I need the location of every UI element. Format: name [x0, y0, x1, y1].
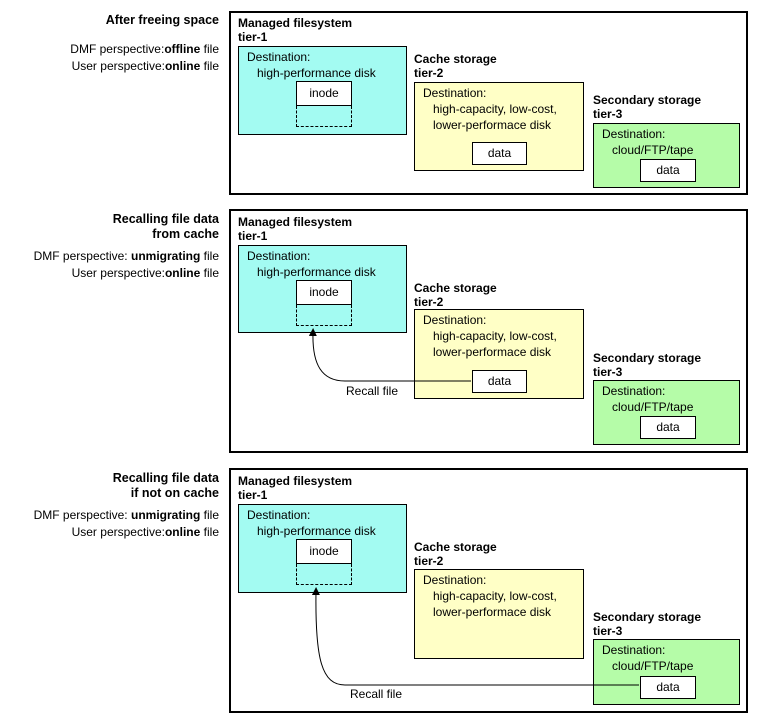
section-title-line-1: Recalling file data [112, 471, 219, 485]
dmf-perspective-label: DMF perspective: [33, 508, 128, 522]
tier2-destination: Destination:high-capacity, low-cost,lowe… [423, 86, 557, 132]
inode-box: inode [296, 81, 352, 106]
tier1-box: Destination:high-performance disk inode [238, 245, 407, 333]
file-word: file [203, 249, 219, 263]
tier3-box: Destination:cloud/FTP/tape data [593, 123, 740, 188]
user-perspective-label: User perspective: [71, 59, 165, 73]
tier3-destination: Destination:cloud/FTP/tape [602, 643, 694, 673]
recall-file-label: Recall file [350, 687, 403, 701]
recall-arrow-from-cache [308, 328, 471, 382]
perspective-lines: DMF perspective:offline file User perspe… [70, 40, 219, 76]
tier2-box: Destination:high-capacity, low-cost,lowe… [414, 569, 584, 659]
inode-box: inode [296, 280, 352, 305]
tier2-box: Destination:high-capacity, low-cost,lowe… [414, 82, 584, 171]
data-box: data [472, 370, 527, 393]
recall-file-label: Recall file [346, 384, 399, 398]
file-word: file [203, 42, 219, 56]
data-placeholder-dashed [296, 106, 352, 127]
dmf-state: unmigrating [130, 249, 201, 263]
perspective-lines: DMF perspective: unmigrating file User p… [34, 506, 219, 542]
file-word: file [203, 525, 219, 539]
perspective-lines: DMF perspective: unmigrating file User p… [34, 247, 219, 283]
tier2-box: Destination:high-capacity, low-cost,lowe… [414, 309, 584, 399]
user-perspective-label: User perspective: [71, 266, 165, 280]
section-title-line-1: Recalling file data [112, 212, 219, 226]
dmf-perspective-label: DMF perspective: [70, 42, 165, 56]
user-state: online [164, 59, 201, 73]
tier1-destination: Destination:high-performance disk [247, 508, 376, 538]
section-title-line-2: from cache [152, 227, 219, 241]
tier3-box: Destination:cloud/FTP/tape data [593, 639, 740, 705]
file-word: file [203, 266, 219, 280]
tier1-box: Destination:high-performance disk inode [238, 504, 407, 593]
file-word: file [203, 508, 219, 522]
data-placeholder-dashed [296, 305, 352, 326]
section-title: After freeing space [105, 13, 219, 27]
tier2-destination: Destination:high-capacity, low-cost,lowe… [423, 313, 557, 359]
tier1-destination: Destination:high-performance disk [247, 50, 376, 80]
file-word: file [203, 59, 219, 73]
tier3-box: Destination:cloud/FTP/tape data [593, 380, 740, 445]
recall-arrow-from-secondary [311, 587, 639, 686]
tier1-destination: Destination:high-performance disk [247, 249, 376, 279]
dmf-perspective-label: DMF perspective: [33, 249, 128, 263]
inode-box: inode [296, 539, 352, 564]
data-box: data [640, 159, 696, 182]
section-3-side-label: Recalling file data if not on cache DMF … [34, 471, 219, 542]
section-1-side-label: After freeing space DMF perspective:offl… [70, 13, 219, 76]
section-title-line-2: if not on cache [130, 486, 219, 500]
section-2-side-label: Recalling file data from cache DMF persp… [34, 212, 219, 283]
tier1-box: Destination:high-performance disk inode [238, 46, 407, 135]
data-box: data [640, 676, 696, 699]
tier3-destination: Destination:cloud/FTP/tape [602, 384, 694, 414]
dmf-state: offline [164, 42, 201, 56]
data-placeholder-dashed [296, 564, 352, 585]
tier3-destination: Destination:cloud/FTP/tape [602, 127, 694, 157]
user-state: online [164, 266, 201, 280]
tier2-destination: Destination:high-capacity, low-cost,lowe… [423, 573, 557, 619]
data-box: data [472, 142, 527, 165]
user-perspective-label: User perspective: [71, 525, 165, 539]
dmf-state: unmigrating [130, 508, 201, 522]
data-box: data [640, 416, 696, 439]
user-state: online [164, 525, 201, 539]
